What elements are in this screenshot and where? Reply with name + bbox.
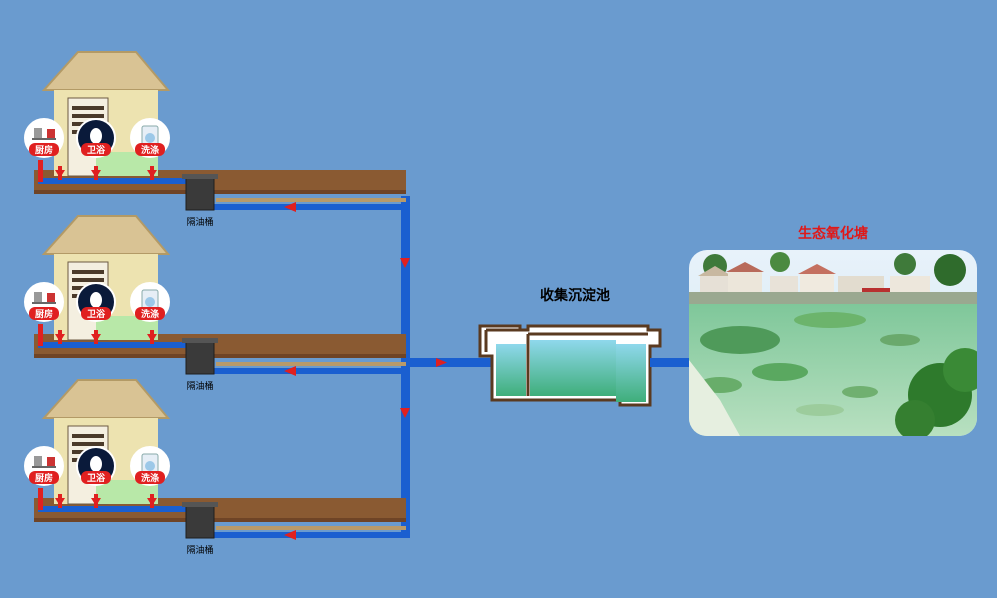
flow-arrow-down xyxy=(91,498,101,506)
kitchen-icon xyxy=(32,292,56,304)
fixture-label: 卫浴 xyxy=(87,472,106,484)
branch-pipe xyxy=(214,368,410,374)
flow-arrow-left xyxy=(284,202,296,212)
outlet-pipe xyxy=(650,358,690,367)
flow-arrow-left xyxy=(284,366,296,376)
flow-arrow-down xyxy=(147,334,157,342)
gravel-layer xyxy=(216,362,406,366)
fixture-washing-machine: 洗涤 xyxy=(130,282,170,322)
flow-arrow-down xyxy=(55,334,65,342)
fixture-label: 厨房 xyxy=(35,308,53,320)
house-roof xyxy=(41,379,171,419)
house-drain-pipe xyxy=(38,178,206,184)
fixture-label: 卫浴 xyxy=(87,144,106,156)
flow-arrow-right xyxy=(436,358,447,367)
main-collector-pipe xyxy=(400,196,493,532)
fixture-kitchen: 厨房 xyxy=(24,446,64,486)
flow-arrow-down xyxy=(55,170,65,178)
fixture-label: 洗涤 xyxy=(141,308,159,320)
grease-trap xyxy=(185,339,215,375)
branch-pipe xyxy=(214,204,410,210)
house-roof xyxy=(41,51,171,91)
fixture-label: 洗涤 xyxy=(141,144,159,156)
house-drain-pipe xyxy=(38,342,206,348)
flow-arrow-down xyxy=(55,498,65,506)
house-row: 隔油桶厨房卫浴洗涤 xyxy=(24,379,410,556)
washing-machine-icon xyxy=(141,125,159,147)
branch-pipe xyxy=(214,532,410,538)
grease-trap-label: 隔油桶 xyxy=(186,380,213,392)
washing-machine-icon xyxy=(141,289,159,311)
fixture-label: 洗涤 xyxy=(141,472,159,484)
flow-arrow-up xyxy=(400,408,410,418)
kitchen-icon xyxy=(32,128,56,140)
fixture-kitchen: 厨房 xyxy=(24,118,64,158)
flow-arrow-left xyxy=(284,530,296,540)
grease-trap xyxy=(185,503,215,539)
houses-group: 隔油桶厨房卫浴洗涤隔油桶厨房卫浴洗涤隔油桶厨房卫浴洗涤 xyxy=(24,51,410,556)
flow-arrow-down xyxy=(147,170,157,178)
flow-arrow-down xyxy=(147,498,157,506)
flow-arrow-down xyxy=(91,334,101,342)
house-row: 隔油桶厨房卫浴洗涤 xyxy=(24,215,410,392)
collection-sedimentation-tank: 收集沉淀池 xyxy=(478,287,690,407)
flow-arrow-down xyxy=(400,258,410,268)
pond-label: 生态氧化塘 xyxy=(798,225,868,242)
house-row: 隔油桶 厨房 卫浴 洗涤 xyxy=(24,51,410,228)
fixture-label: 卫浴 xyxy=(87,308,106,320)
flow-arrow-down xyxy=(91,170,101,178)
grease-trap-label: 隔油桶 xyxy=(186,216,213,228)
fixture-toilet: 卫浴 xyxy=(76,446,116,486)
grease-trap-label: 隔油桶 xyxy=(186,544,213,556)
pond-photo xyxy=(689,250,977,436)
fixture-label: 厨房 xyxy=(35,144,53,156)
fixture-label: 厨房 xyxy=(35,472,53,484)
tank-label: 收集沉淀池 xyxy=(540,287,610,304)
fixture-toilet: 卫浴 xyxy=(76,282,116,322)
ecological-oxidation-pond: 生态氧化塘 xyxy=(689,225,977,436)
gravel-layer xyxy=(216,198,406,202)
gravel-layer xyxy=(216,526,406,530)
house-roof xyxy=(41,215,171,255)
house-drain-pipe xyxy=(38,506,206,512)
fixture-washing-machine: 洗涤 xyxy=(130,118,170,158)
fixture-washing-machine: 洗涤 xyxy=(130,446,170,486)
grease-trap xyxy=(185,175,215,211)
kitchen-icon xyxy=(32,456,56,468)
fixture-kitchen: 厨房 xyxy=(24,282,64,322)
fixture-toilet: 卫浴 xyxy=(76,118,116,158)
